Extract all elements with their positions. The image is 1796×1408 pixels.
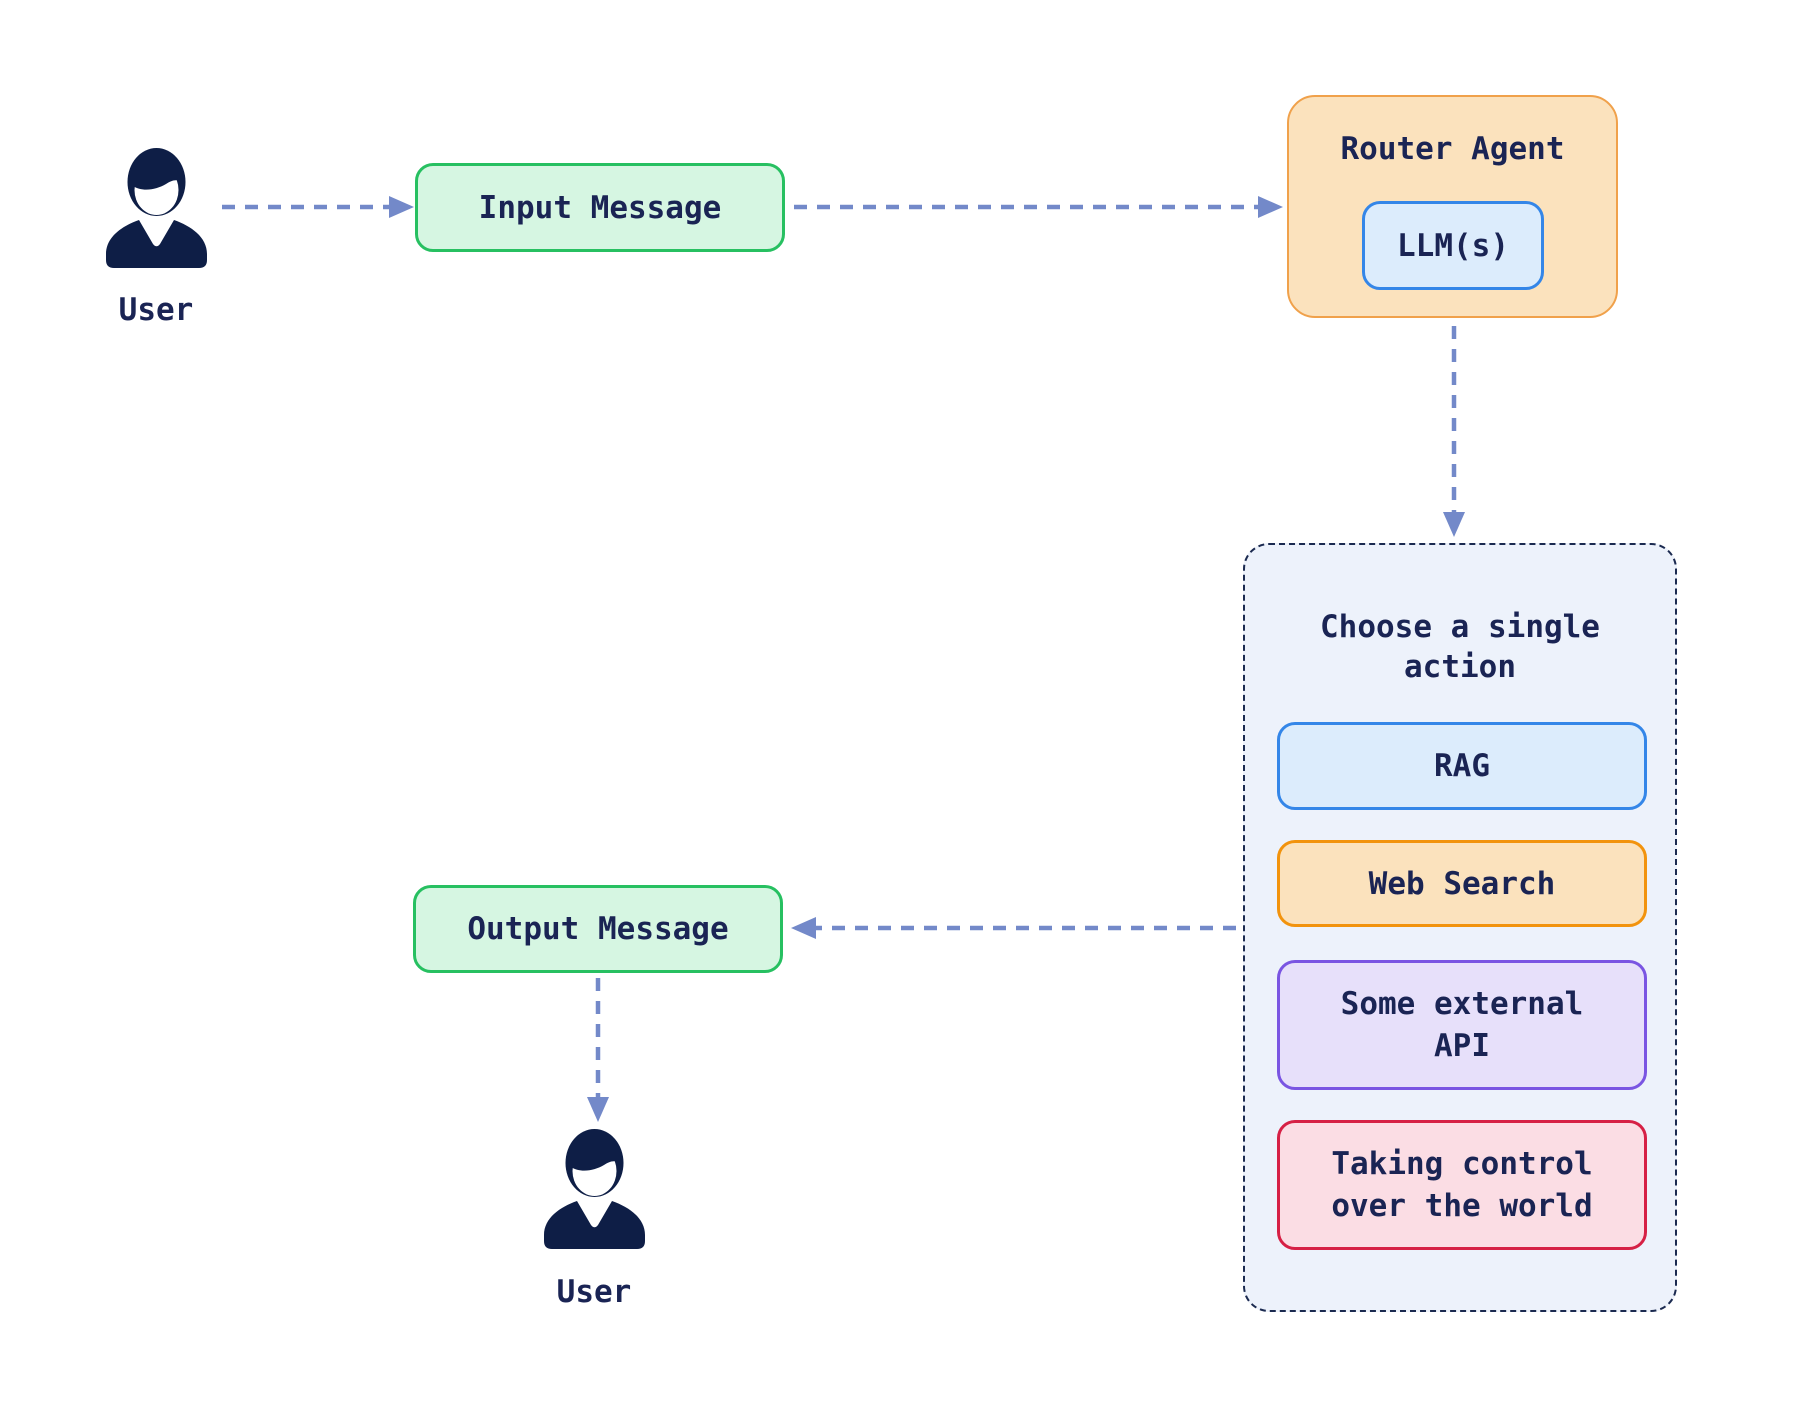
action-external-api-label: Some external API: [1340, 986, 1584, 1064]
action-container-title: Choose a single action: [1320, 609, 1600, 685]
action-rag: RAG: [1277, 722, 1647, 810]
user-icon: [100, 148, 213, 268]
user-bottom: [538, 1129, 651, 1249]
action-web-search-label: Web Search: [1368, 865, 1556, 902]
router-agent-node: Router Agent LLM(s): [1287, 95, 1618, 318]
action-external-api: Some external API: [1277, 960, 1647, 1090]
output-message-label: Output Message: [467, 911, 729, 947]
router-agent-title: Router Agent: [1340, 131, 1565, 167]
action-web-search: Web Search: [1277, 840, 1647, 927]
action-take-control-label: Taking control over the world: [1331, 1146, 1593, 1224]
llm-label: LLM(s): [1397, 227, 1509, 264]
user-icon: [538, 1129, 651, 1249]
action-container: Choose a single action RAG Web Search So…: [1243, 543, 1677, 1312]
arrow-output-to-user: [587, 978, 609, 1122]
arrow-user-to-input: [222, 196, 414, 218]
output-message-node: Output Message: [413, 885, 783, 973]
input-message-label: Input Message: [478, 189, 722, 226]
user-top-label: User: [118, 292, 194, 328]
arrow-router-to-actions: [1443, 326, 1465, 537]
arrow-input-to-router: [794, 196, 1283, 218]
user-top: [100, 148, 213, 268]
action-take-control: Taking control over the world: [1277, 1120, 1647, 1250]
user-bottom-label: User: [556, 1274, 632, 1310]
llm-node: LLM(s): [1362, 201, 1544, 290]
input-message-node: Input Message: [415, 163, 785, 252]
action-rag-label: RAG: [1434, 748, 1490, 784]
arrow-actions-to-output: [791, 917, 1236, 939]
